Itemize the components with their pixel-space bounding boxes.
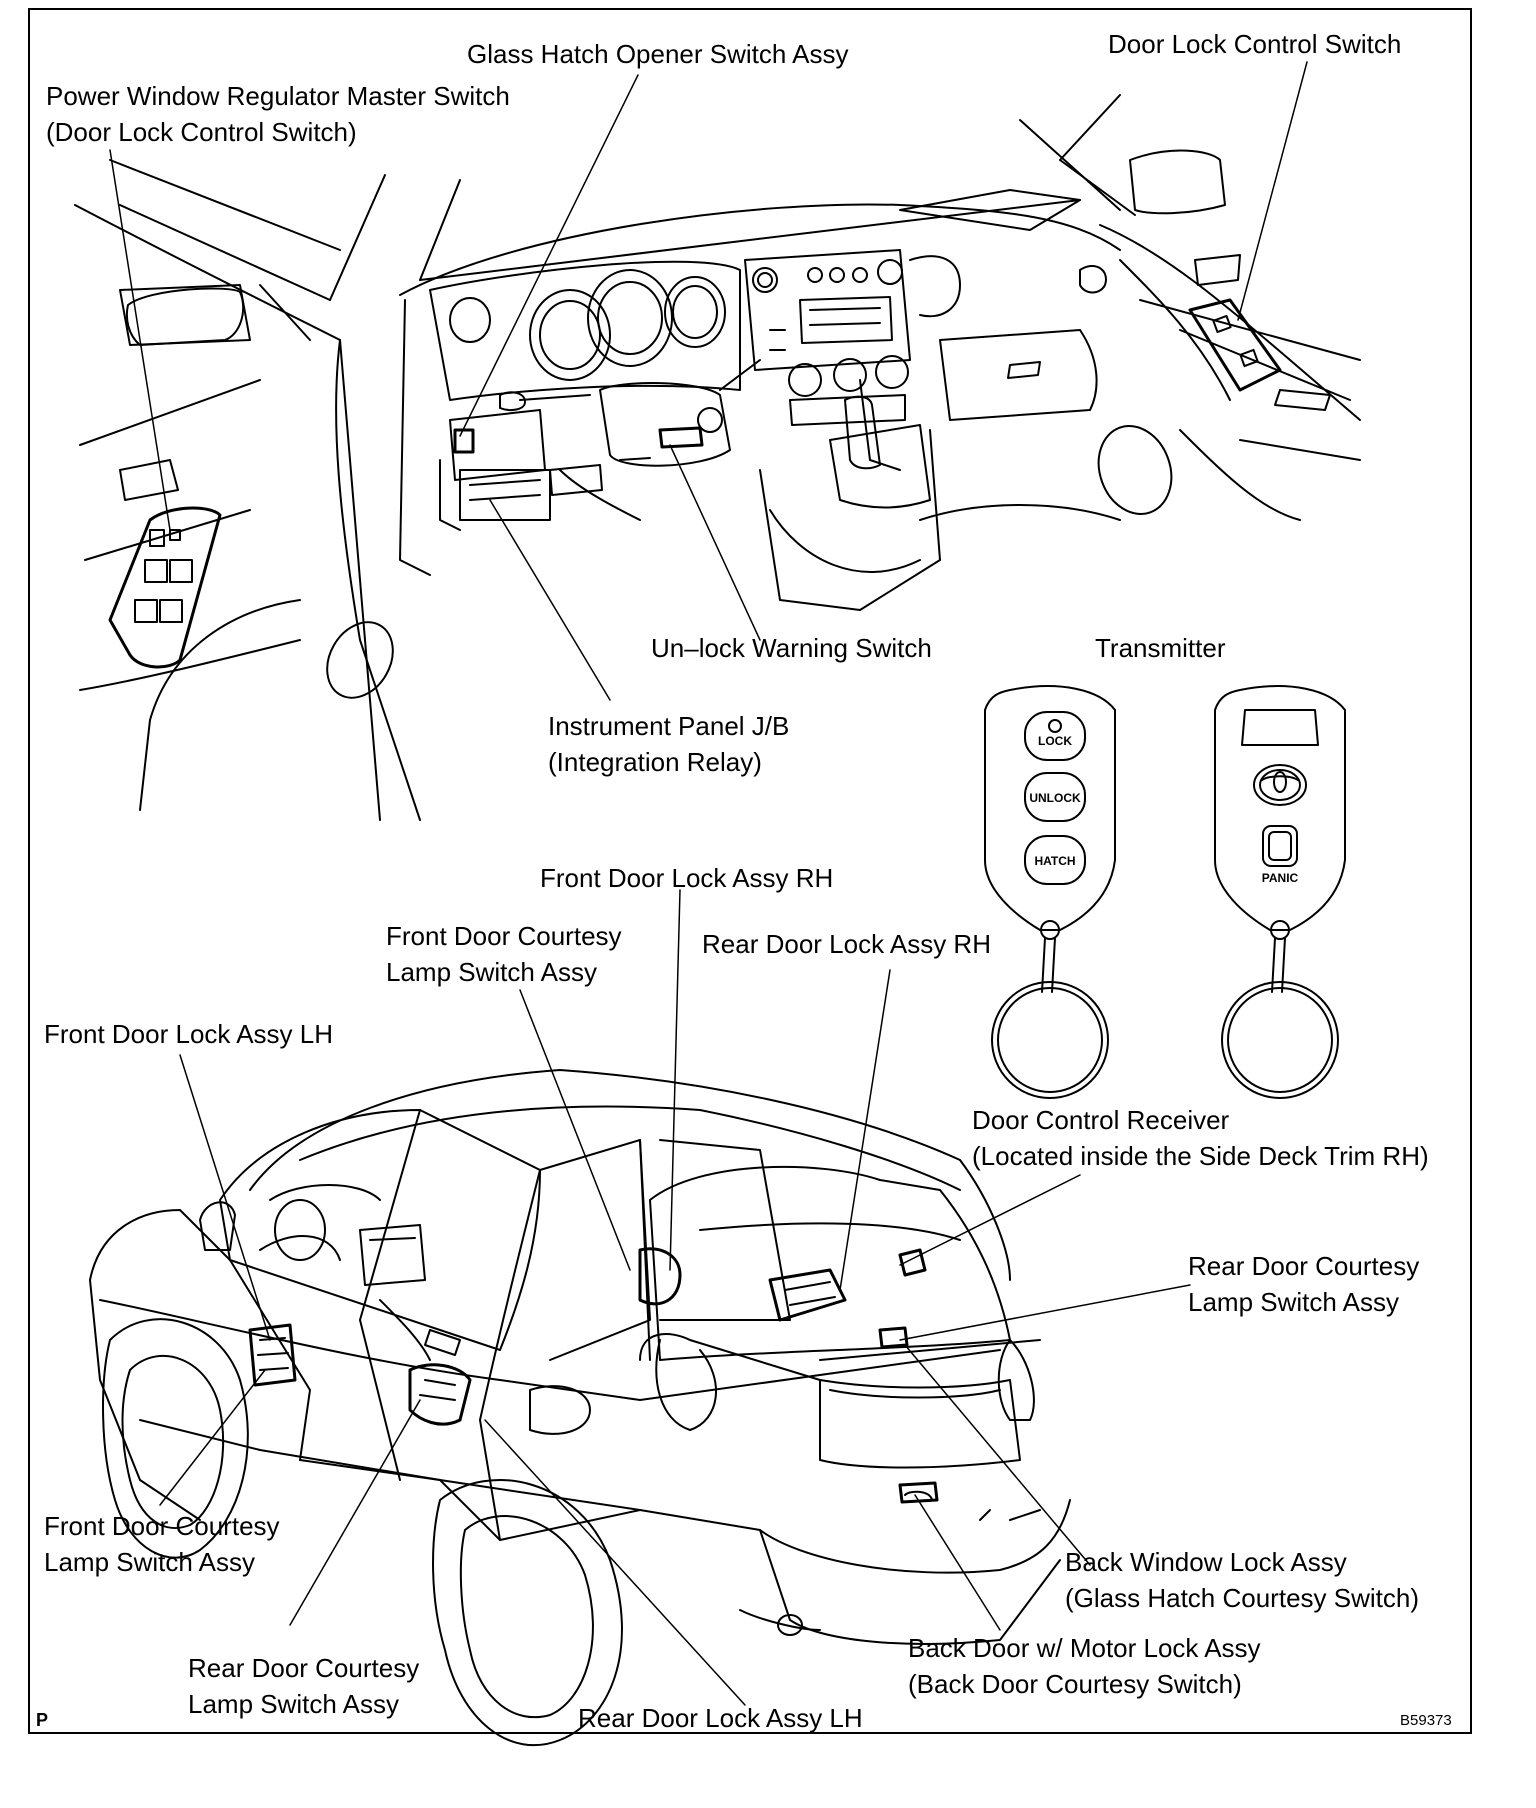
- label-line: Front Door Lock Assy LH: [44, 1019, 333, 1049]
- label-line-2: Lamp Switch Assy: [188, 1689, 399, 1719]
- label-line-1: Back Door w/ Motor Lock Assy: [908, 1633, 1261, 1663]
- label-rear-door-courtesy-switch-right: Rear Door Courtesy Lamp Switch Assy: [1188, 1248, 1419, 1320]
- label-line: Un–lock Warning Switch: [651, 633, 932, 663]
- dashboard-interior-drawing: [74, 94, 1361, 821]
- label-line: Transmitter: [1095, 633, 1226, 663]
- label-line-2: (Integration Relay): [548, 747, 762, 777]
- label-instrument-panel-jb: Instrument Panel J/B (Integration Relay): [548, 708, 789, 780]
- transmitter-fob-2: [1214, 685, 1346, 1099]
- figure-code: B59373: [1400, 1712, 1452, 1729]
- label-line-1: Power Window Regulator Master Switch: [46, 81, 510, 111]
- label-back-window-lock: Back Window Lock Assy (Glass Hatch Court…: [1065, 1544, 1419, 1616]
- label-line-2: (Door Lock Control Switch): [46, 117, 357, 147]
- label-line-2: Lamp Switch Assy: [1188, 1287, 1399, 1317]
- label-rear-door-courtesy-switch-bottom: Rear Door Courtesy Lamp Switch Assy: [188, 1650, 419, 1722]
- label-front-door-courtesy-switch-bottom: Front Door Courtesy Lamp Switch Assy: [44, 1508, 280, 1580]
- label-line-2: (Located inside the Side Deck Trim RH): [972, 1141, 1429, 1171]
- label-line-2: (Back Door Courtesy Switch): [908, 1669, 1242, 1699]
- label-front-door-courtesy-switch-top: Front Door Courtesy Lamp Switch Assy: [386, 918, 622, 990]
- unlock-button-label: UNLOCK: [1029, 791, 1081, 805]
- hatch-button-label: HATCH: [1034, 854, 1075, 868]
- label-power-window-master-switch: Power Window Regulator Master Switch (Do…: [46, 78, 510, 150]
- label-line-1: Front Door Courtesy: [386, 921, 622, 951]
- diagram-frame: [28, 8, 1472, 1734]
- lock-button-label: LOCK: [1038, 734, 1072, 748]
- label-back-door-motor-lock: Back Door w/ Motor Lock Assy (Back Door …: [908, 1630, 1261, 1702]
- label-rear-door-lock-rh: Rear Door Lock Assy RH: [702, 926, 991, 962]
- label-line-2: Lamp Switch Assy: [44, 1547, 255, 1577]
- label-line: Door Lock Control Switch: [1108, 29, 1402, 59]
- label-rear-door-lock-lh: Rear Door Lock Assy LH: [578, 1700, 863, 1736]
- label-unlock-warning-switch: Un–lock Warning Switch: [651, 630, 932, 666]
- label-line: Rear Door Lock Assy RH: [702, 929, 991, 959]
- transmitter-button-labels: LOCK UNLOCK HATCH PANIC: [1029, 734, 1298, 885]
- transmitter-fob-1: [984, 685, 1116, 1099]
- label-front-door-lock-lh: Front Door Lock Assy LH: [44, 1016, 333, 1052]
- label-door-control-receiver: Door Control Receiver (Located inside th…: [972, 1102, 1429, 1174]
- label-line-1: Door Control Receiver: [972, 1105, 1230, 1135]
- label-transmitter: Transmitter: [1095, 630, 1226, 666]
- label-front-door-lock-rh: Front Door Lock Assy RH: [540, 860, 833, 896]
- page-mark: P: [36, 1710, 49, 1730]
- label-line-1: Rear Door Courtesy: [1188, 1251, 1420, 1281]
- label-line-2: Lamp Switch Assy: [386, 957, 597, 987]
- label-line-1: Rear Door Courtesy: [188, 1653, 420, 1683]
- label-line: Front Door Lock Assy RH: [540, 863, 834, 893]
- label-line: Rear Door Lock Assy LH: [578, 1703, 863, 1733]
- label-line-1: Front Door Courtesy: [44, 1511, 280, 1541]
- label-glass-hatch-opener-switch: Glass Hatch Opener Switch Assy: [467, 36, 848, 72]
- label-line-1: Back Window Lock Assy: [1065, 1547, 1347, 1577]
- leader-lines: [109, 61, 1308, 1706]
- label-line-1: Instrument Panel J/B: [548, 711, 790, 741]
- vehicle-drawing: [89, 1069, 1071, 1746]
- panic-button-label: PANIC: [1262, 871, 1299, 885]
- label-line-2: (Glass Hatch Courtesy Switch): [1065, 1583, 1419, 1613]
- label-line: Glass Hatch Opener Switch Assy: [467, 39, 849, 69]
- label-door-lock-control-switch: Door Lock Control Switch: [1108, 26, 1401, 62]
